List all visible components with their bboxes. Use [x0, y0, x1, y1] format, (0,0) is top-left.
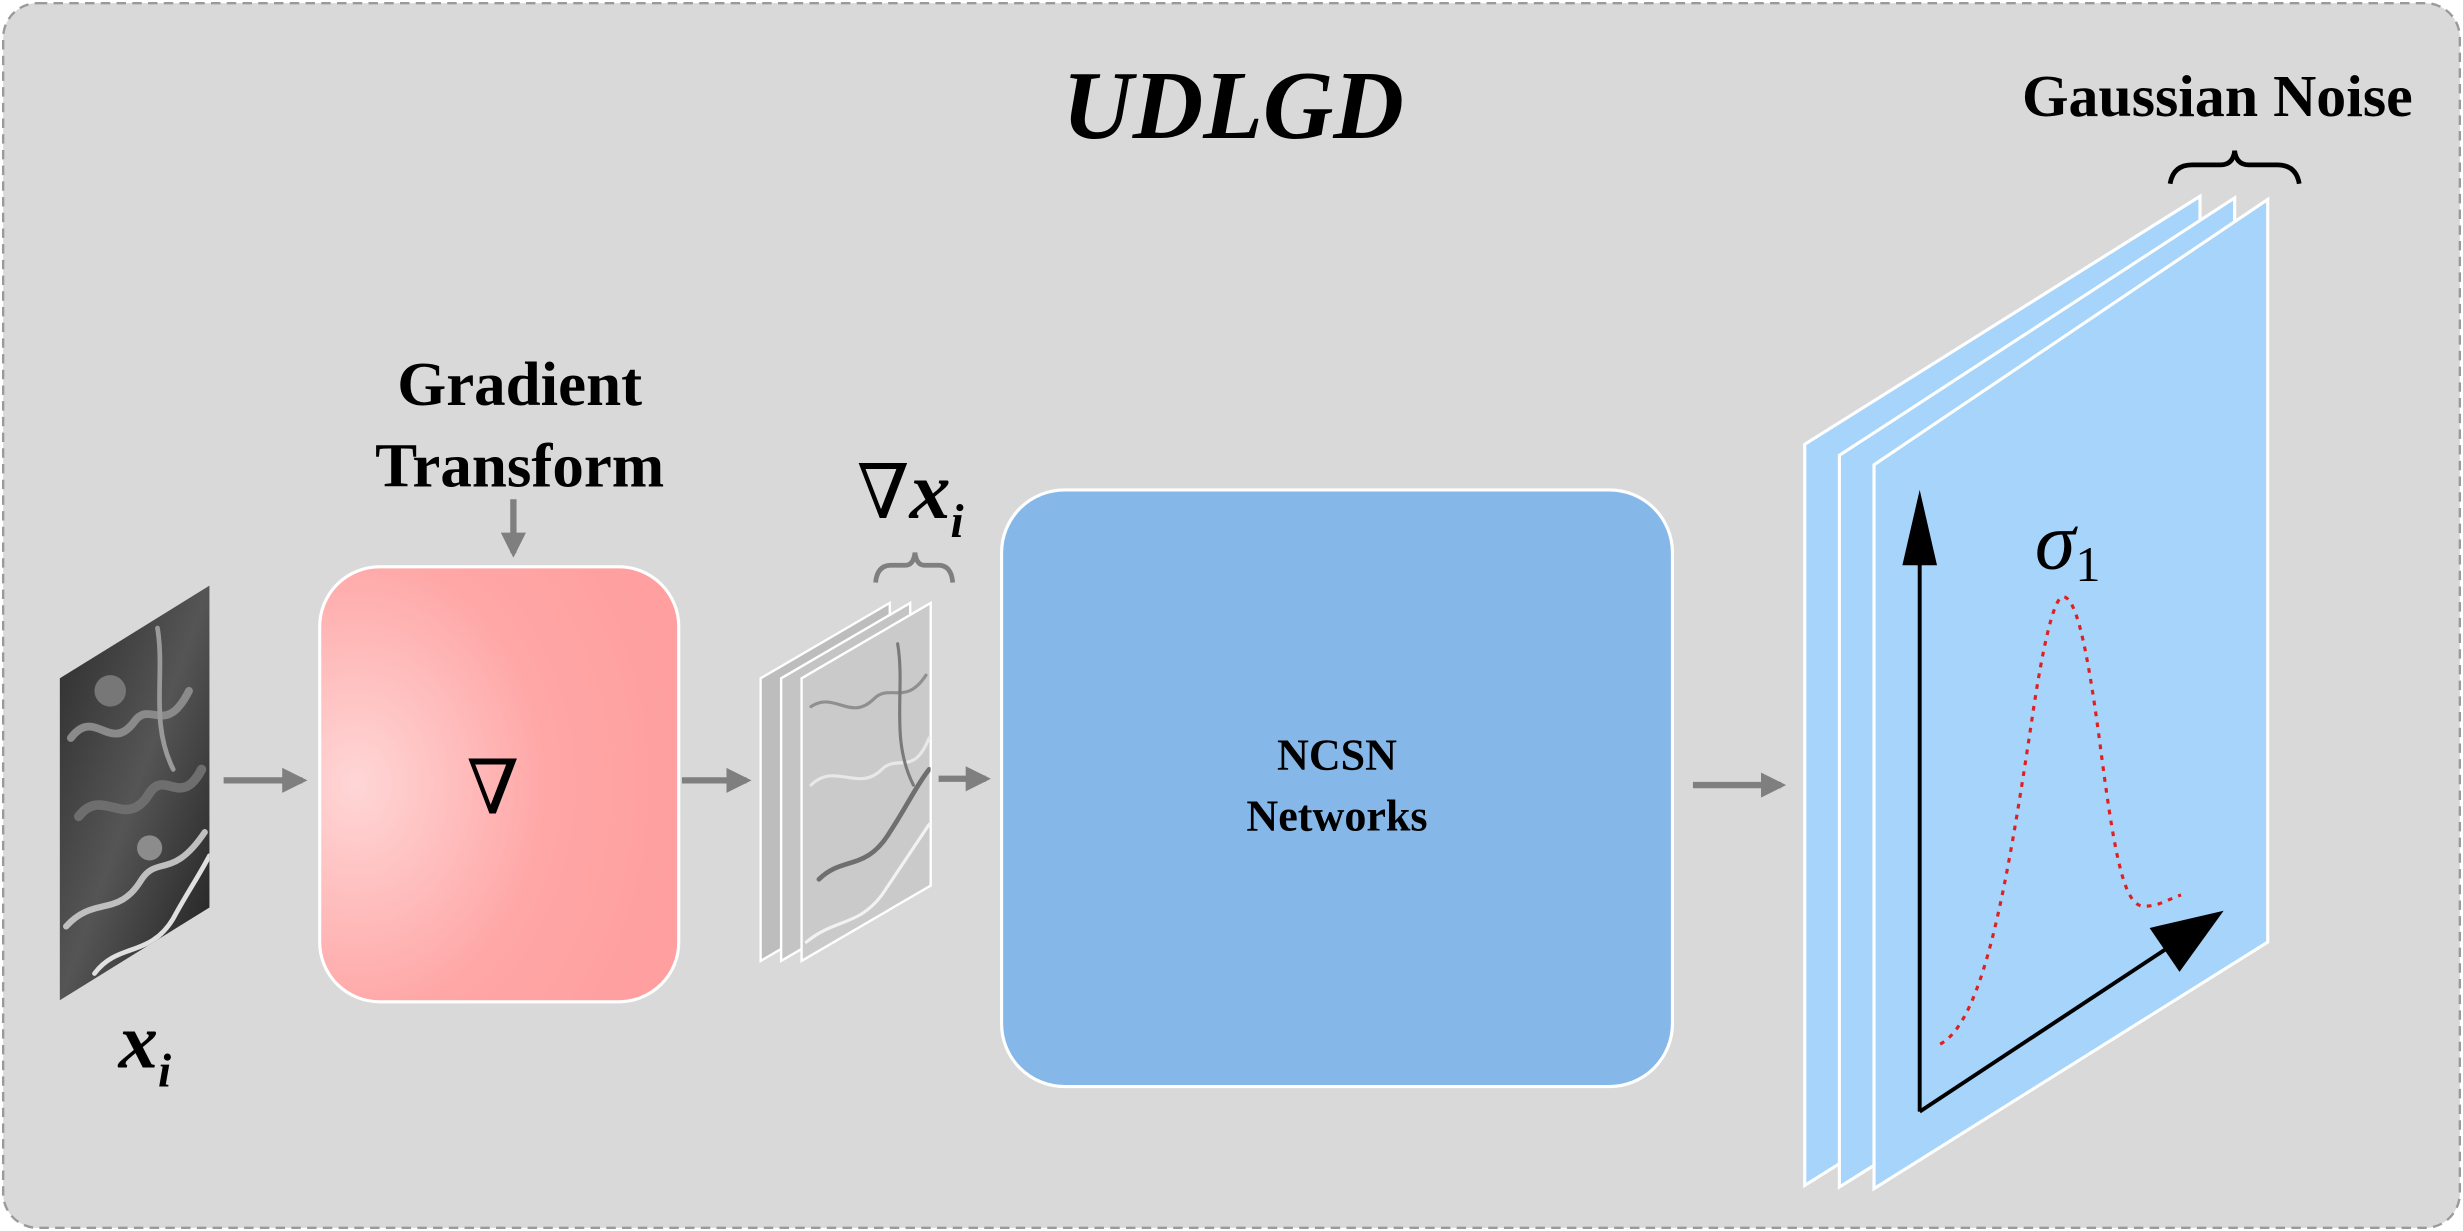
- input-label-sub: i: [158, 1046, 171, 1098]
- gradient-output-brace: [873, 552, 956, 583]
- diagram-title: UDLGD: [1062, 52, 1404, 160]
- noise-x-axis: [1918, 946, 2169, 1114]
- gaussian-noise-label: Gaussian Noise: [2022, 63, 2413, 129]
- gradient-transform-label-line1: Gradient: [397, 349, 642, 419]
- sigma-label: σ1: [2035, 496, 2101, 592]
- ncsn-network-box: [1000, 488, 1675, 1089]
- network-label-line2: Networks: [1246, 792, 1427, 841]
- gradient-output-base: x: [909, 445, 951, 536]
- noise-plane-stack: [1803, 193, 2270, 1192]
- gradient-output-sub: i: [951, 496, 964, 548]
- gaussian-noise-brace: [2167, 150, 2302, 185]
- noise-x-axis-arrowhead: [2149, 910, 2224, 972]
- noise-y-axis-arrowhead: [1902, 489, 1938, 566]
- gradient-transform-box: [318, 565, 681, 1004]
- gradient-operator-symbol: ∇: [467, 747, 520, 830]
- input-image: [59, 585, 210, 1001]
- sigma-base: σ: [2035, 496, 2078, 587]
- input-label-base: x: [118, 999, 158, 1086]
- network-label-line1: NCSN: [1277, 730, 1397, 779]
- gradient-output-label: ∇xi: [857, 445, 964, 548]
- gaussian-curve: [1939, 595, 2182, 1046]
- sigma-sub: 1: [2075, 536, 2100, 592]
- gradient-image-stack: [759, 600, 932, 963]
- input-label: xi: [118, 999, 172, 1098]
- gradient-transform-label-line2: Transform: [375, 431, 664, 501]
- gradient-output-prefix: ∇: [857, 452, 910, 535]
